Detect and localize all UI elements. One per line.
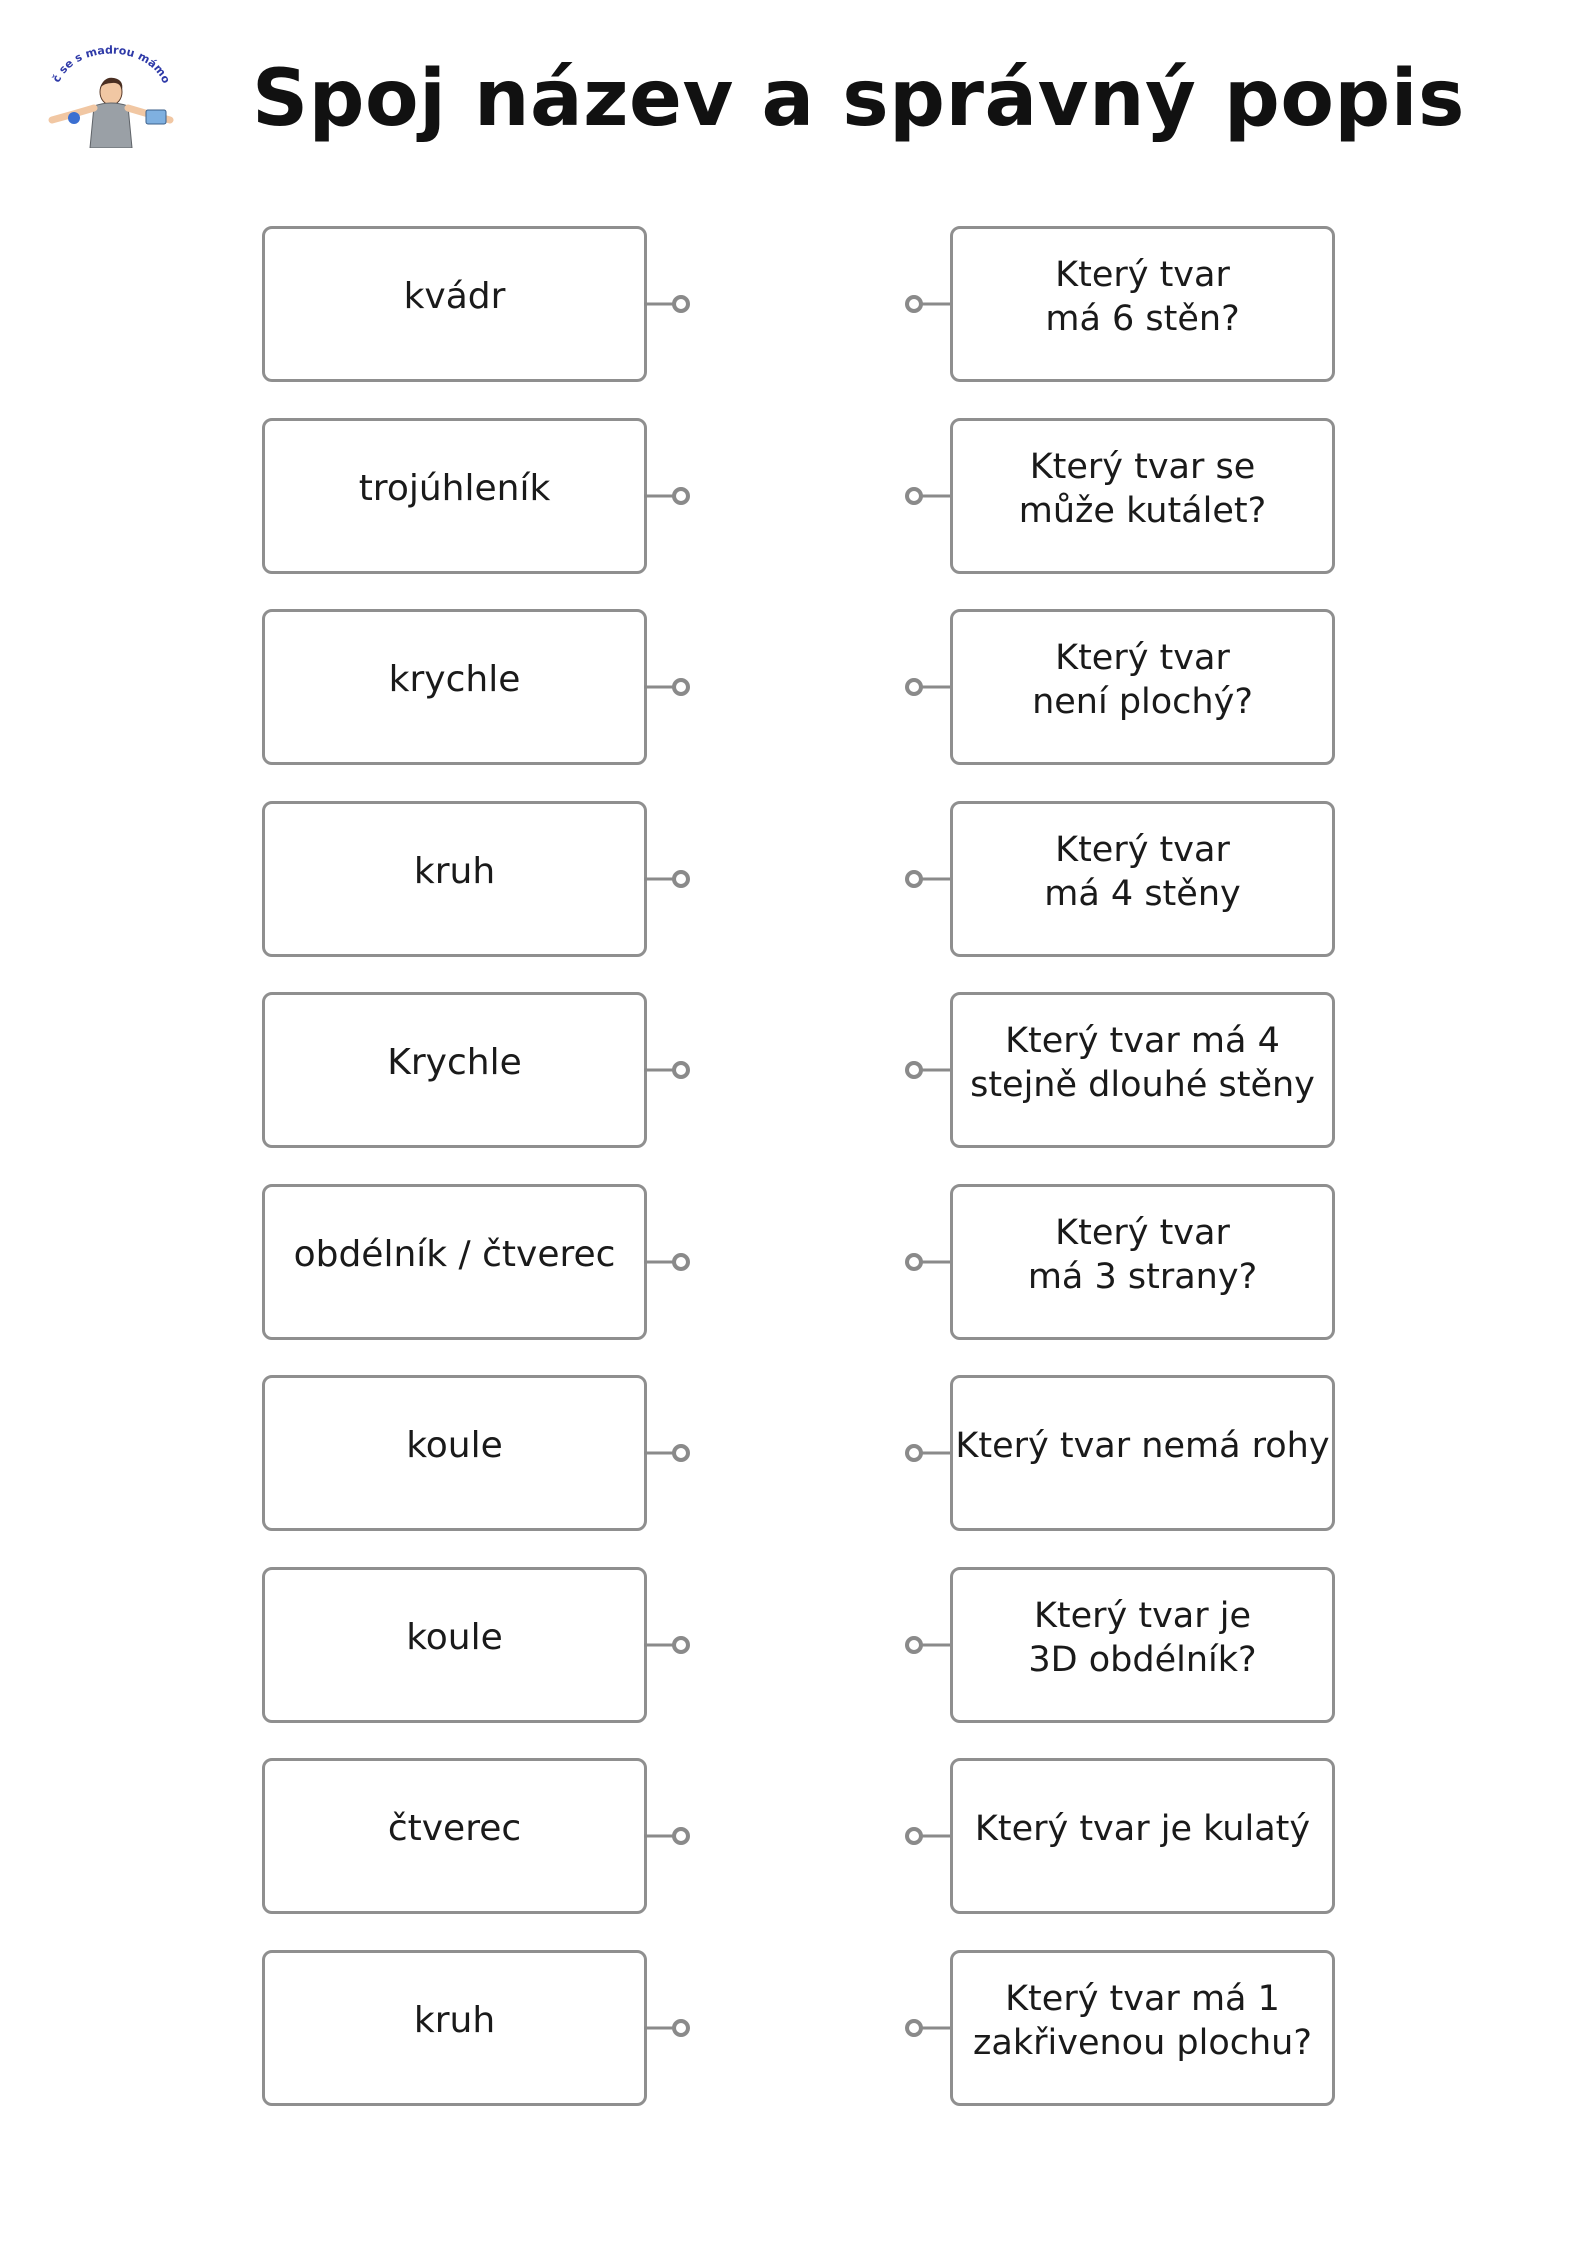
match-row: trojúhleník Který tvar se může kutálet? (0, 418, 1587, 574)
description-card: Který tvar je kulatý (950, 1758, 1335, 1914)
description-card-label: Který tvar není plochý? (1032, 638, 1253, 722)
match-row: kvádr Který tvar má 6 stěn? (0, 226, 1587, 382)
description-card-label: Který tvar má 6 stěn? (1045, 255, 1240, 339)
description-card: Který tvar má 6 stěn? (950, 226, 1335, 382)
name-card-label: trojúhleník (358, 468, 551, 509)
name-card-label: kruh (413, 851, 496, 892)
name-card: obdélník / čtverec (262, 1184, 647, 1340)
name-card: kvádr (262, 226, 647, 382)
name-card: trojúhleník (262, 418, 647, 574)
description-connector-dot[interactable] (903, 2013, 951, 2043)
description-card-label: Který tvar má 3 strany? (1027, 1213, 1258, 1297)
name-connector-dot[interactable] (644, 1821, 692, 1851)
description-card-label: Který tvar má 4 stejně dlouhé stěny (970, 1021, 1315, 1105)
name-card-label: koule (406, 1617, 503, 1658)
description-card: Který tvar má 4 stěny (950, 801, 1335, 957)
match-row: kruh Který tvar má 1 zakřivenou plochu? (0, 1950, 1587, 2106)
name-card: koule (262, 1567, 647, 1723)
match-row: čtverec Který tvar je kulatý (0, 1758, 1587, 1914)
name-connector-dot[interactable] (644, 864, 692, 894)
name-connector-dot[interactable] (644, 672, 692, 702)
description-connector-dot[interactable] (903, 1630, 951, 1660)
description-card: Který tvar má 1 zakřivenou plochu? (950, 1950, 1335, 2106)
description-card-label: Který tvar má 4 stěny (1044, 830, 1241, 914)
match-row: krychle Který tvar není plochý? (0, 609, 1587, 765)
match-row: Krychle Který tvar má 4 stejně dlouhé st… (0, 992, 1587, 1148)
description-connector-dot[interactable] (903, 1247, 951, 1277)
description-card: Který tvar nemá rohy (950, 1375, 1335, 1531)
name-card-label: koule (406, 1425, 503, 1466)
logo-text: Uč se s madrou mámou (34, 36, 173, 86)
description-card: Který tvar je 3D obdélník? (950, 1567, 1335, 1723)
match-row: kruh Který tvar má 4 stěny (0, 801, 1587, 957)
name-card-label: Krychle (387, 1042, 522, 1083)
name-connector-dot[interactable] (644, 1630, 692, 1660)
description-connector-dot[interactable] (903, 672, 951, 702)
name-card: kruh (262, 1950, 647, 2106)
name-card: krychle (262, 609, 647, 765)
name-connector-dot[interactable] (644, 1055, 692, 1085)
description-card: Který tvar má 4 stejně dlouhé stěny (950, 992, 1335, 1148)
name-card: kruh (262, 801, 647, 957)
logo: Uč se s madrou mámou (34, 36, 188, 148)
name-connector-dot[interactable] (644, 289, 692, 319)
description-connector-dot[interactable] (903, 1821, 951, 1851)
match-row: obdélník / čtverec Který tvar má 3 stran… (0, 1184, 1587, 1340)
description-card-label: Který tvar je kulatý (974, 1809, 1311, 1849)
description-card-label: Který tvar je 3D obdélník? (1028, 1596, 1257, 1680)
description-card: Který tvar má 3 strany? (950, 1184, 1335, 1340)
name-card-label: krychle (388, 659, 521, 700)
description-card: Který tvar není plochý? (950, 609, 1335, 765)
match-row: koule Který tvar je 3D obdélník? (0, 1567, 1587, 1723)
name-card: koule (262, 1375, 647, 1531)
description-connector-dot[interactable] (903, 1438, 951, 1468)
name-connector-dot[interactable] (644, 2013, 692, 2043)
description-card-label: Který tvar nemá rohy (955, 1426, 1330, 1466)
description-connector-dot[interactable] (903, 289, 951, 319)
description-card: Který tvar se může kutálet? (950, 418, 1335, 574)
name-card-label: čtverec (387, 1808, 522, 1849)
name-card-label: kvádr (403, 276, 506, 317)
svg-text:Uč se s madrou mámou: Uč se s madrou mámou (34, 36, 173, 86)
name-card-label: obdélník / čtverec (293, 1234, 616, 1275)
name-card-label: kruh (413, 2000, 496, 2041)
name-card: Krychle (262, 992, 647, 1148)
description-connector-dot[interactable] (903, 1055, 951, 1085)
name-connector-dot[interactable] (644, 1247, 692, 1277)
description-connector-dot[interactable] (903, 864, 951, 894)
description-connector-dot[interactable] (903, 481, 951, 511)
description-card-label: Který tvar se může kutálet? (1018, 447, 1267, 531)
name-connector-dot[interactable] (644, 1438, 692, 1468)
name-connector-dot[interactable] (644, 481, 692, 511)
description-card-label: Který tvar má 1 zakřivenou plochu? (973, 1979, 1312, 2063)
page-title: Spoj název a správný popis (252, 54, 1465, 144)
name-card: čtverec (262, 1758, 647, 1914)
match-row: koule Který tvar nemá rohy (0, 1375, 1587, 1531)
